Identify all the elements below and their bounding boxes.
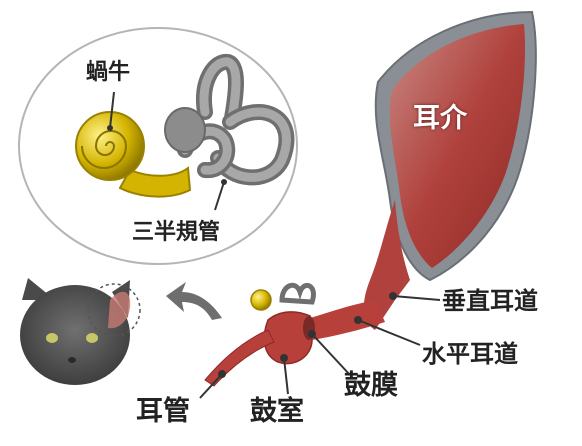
- semicircular-canals-illustration: [164, 53, 295, 186]
- ear-canal-illustration: [204, 10, 537, 387]
- vertical-canal-label: 垂直耳道: [442, 287, 538, 315]
- cochlea-leader-line: [109, 91, 115, 129]
- curved-arrow-up-left-icon: [166, 282, 222, 320]
- label-leader-lines: [199, 292, 441, 399]
- cochlea-illustration: [75, 111, 192, 198]
- pinna-label: 耳介: [413, 103, 467, 134]
- cat-ear-highlight: [87, 283, 141, 337]
- semicircular-canals-label: 三半規管: [132, 220, 221, 245]
- eardrum-label: 鼓膜: [344, 370, 398, 401]
- tympanic-cavity-label: 鼓室: [250, 396, 304, 427]
- cochlea-label: 蝸牛: [86, 60, 131, 85]
- eustachian-tube-label: 耳管: [136, 396, 190, 427]
- horizontal-canal-label: 水平耳道: [422, 340, 518, 368]
- inner-ear-zoom-circle: [18, 27, 298, 265]
- cat-head-illustration: [20, 278, 141, 385]
- canals-leader-line: [214, 181, 225, 211]
